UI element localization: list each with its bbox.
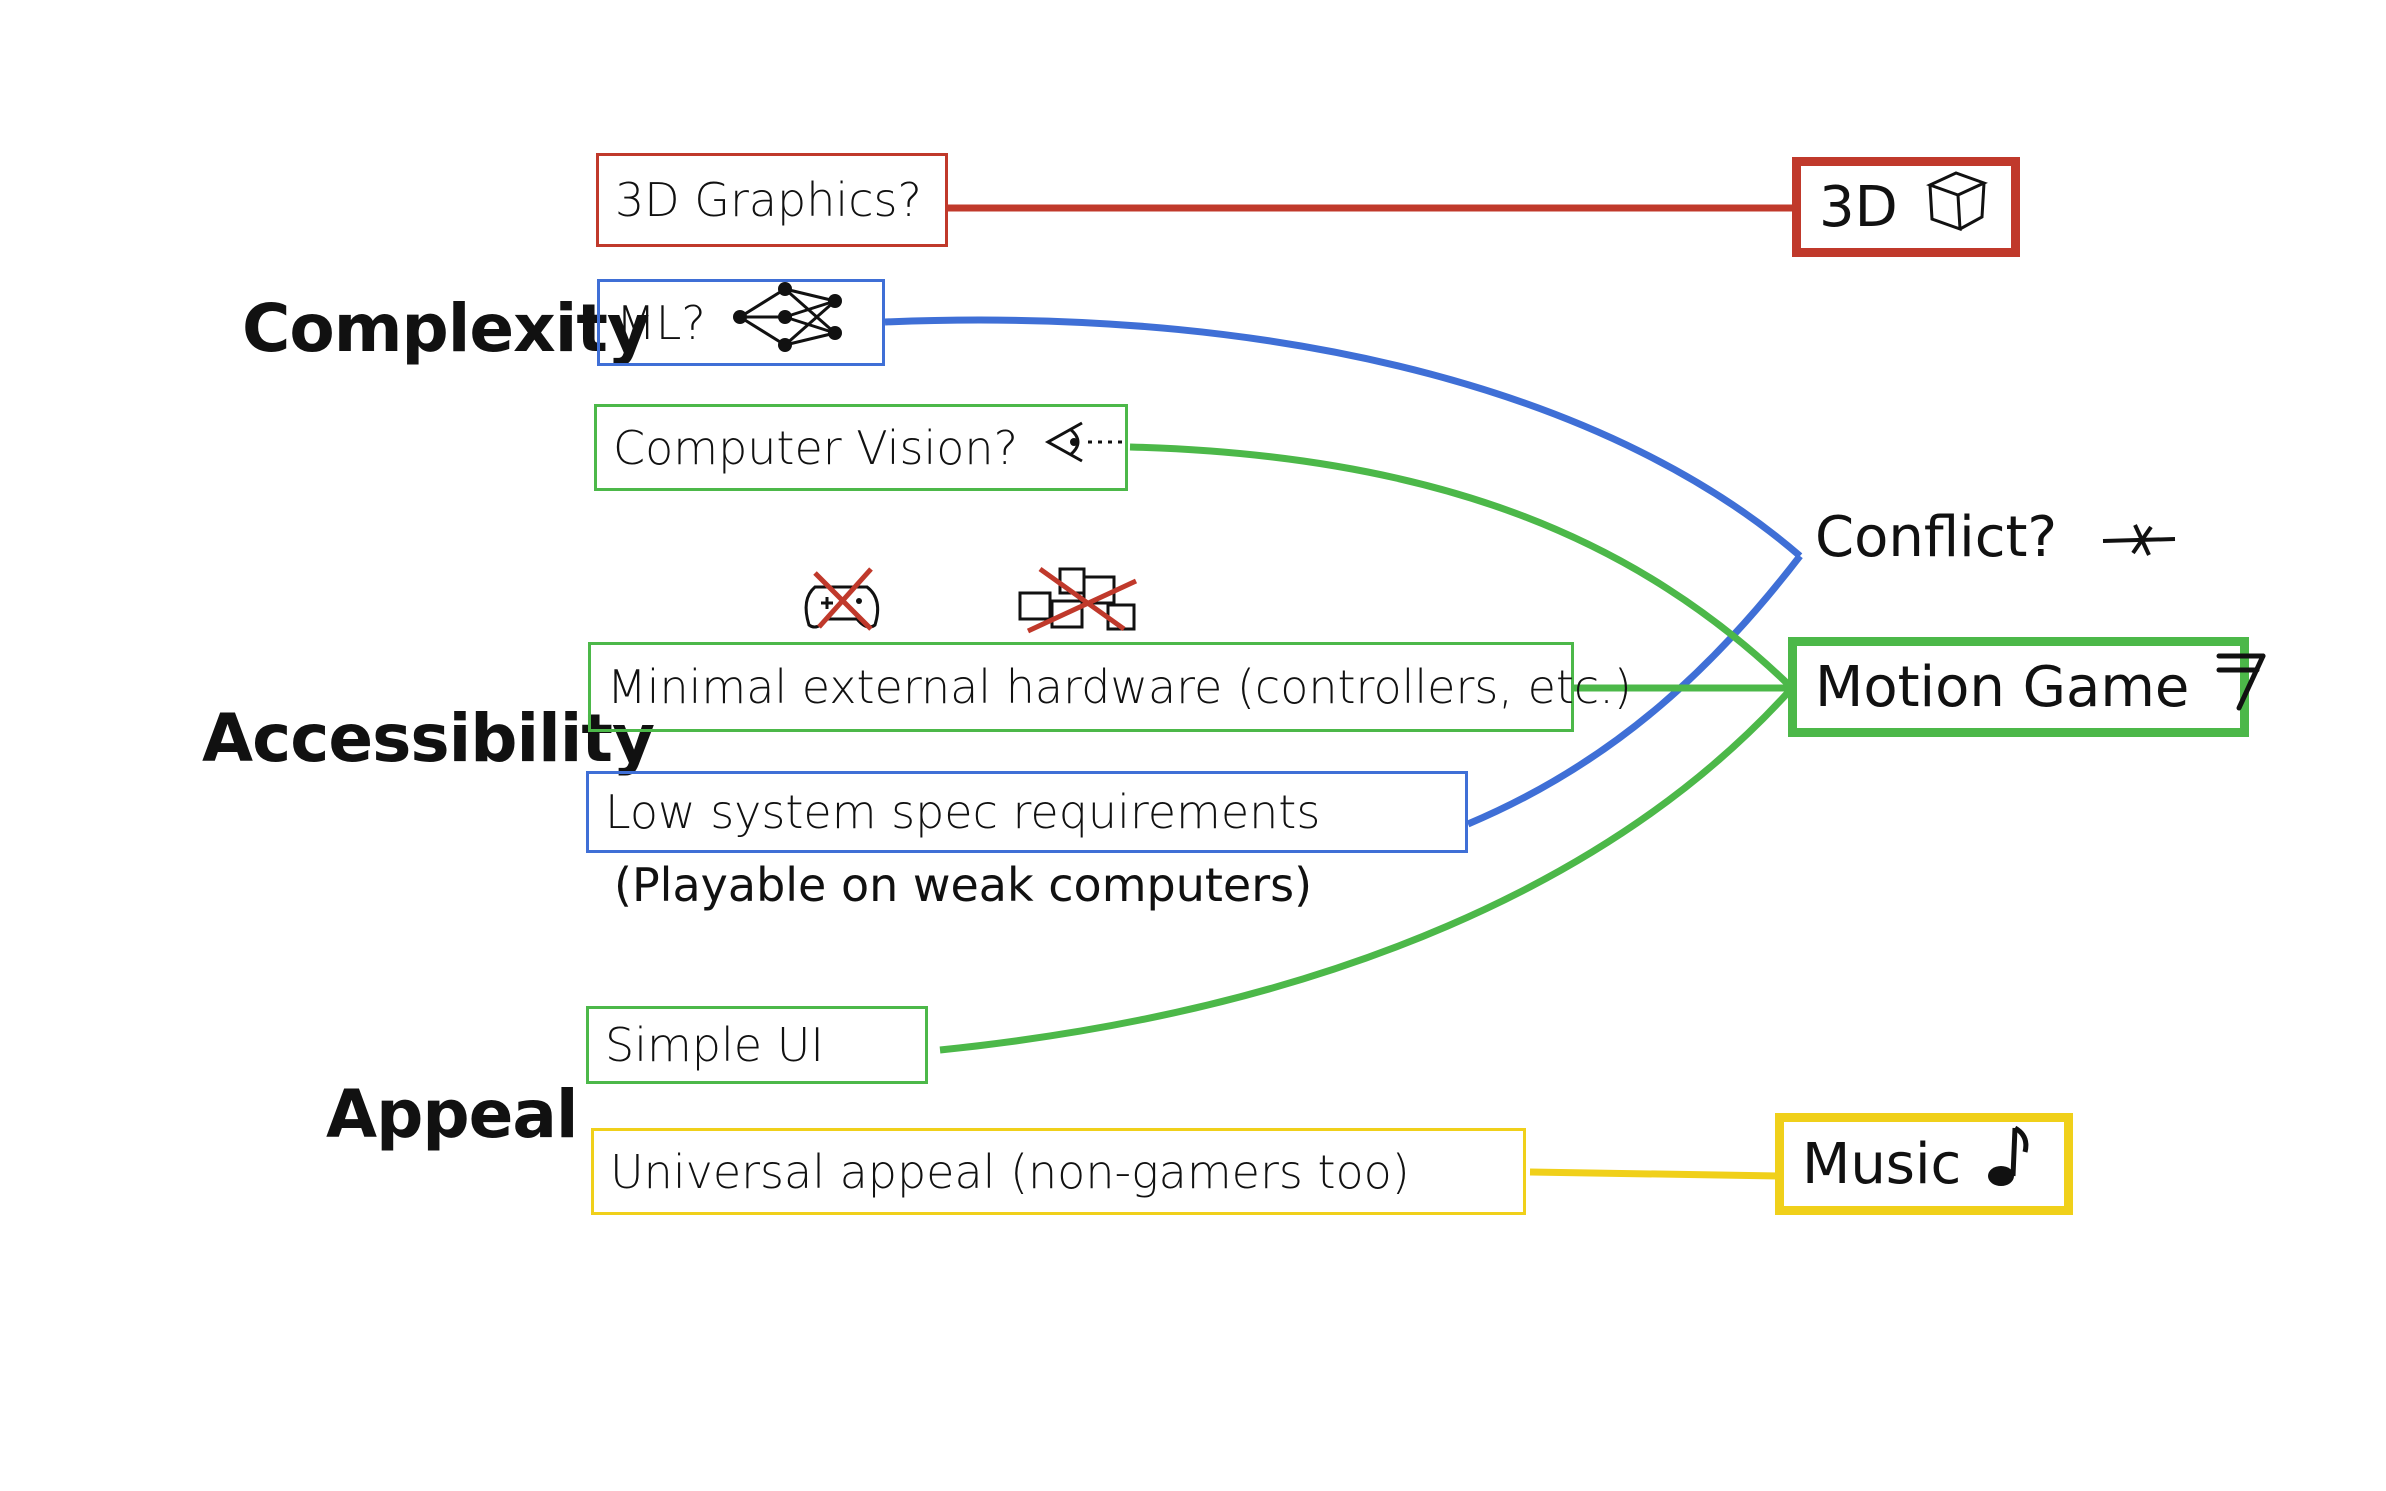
requirement-label: Minimal external hardware (controllers, … xyxy=(607,660,1632,714)
requirement-label: Universal appeal (non-gamers too) xyxy=(610,1144,1410,1199)
outcome-label: Music xyxy=(1802,1131,1962,1197)
requirement-label: Low system spec requirements xyxy=(605,785,1321,839)
requirement-computer-vision[interactable]: Computer Vision? xyxy=(594,404,1128,491)
conflict-label: Conflict? xyxy=(1815,505,2058,570)
outcome-motion-game[interactable]: Motion Game xyxy=(1788,637,2266,737)
cube-icon xyxy=(1922,165,1992,249)
outcome-3d[interactable]: 3D xyxy=(1792,157,2020,257)
requirement-3d-graphics[interactable]: 3D Graphics? xyxy=(596,153,948,247)
neural-network-icon xyxy=(730,279,850,366)
requirement-label: 3D Graphics? xyxy=(615,173,922,227)
requirement-label: ML? xyxy=(616,295,706,350)
requirement-low-spec[interactable]: Low system spec requirements xyxy=(586,771,1468,853)
connector-low-spec-to-conflict xyxy=(1466,553,1803,828)
crossed-gamepad-icon xyxy=(797,565,887,641)
outcome-music[interactable]: Music xyxy=(1775,1113,2073,1215)
connector-universal-appeal-to-music xyxy=(1529,1168,1781,1180)
music-note-icon xyxy=(1985,1122,2031,1206)
motion-arrow-icon xyxy=(2213,648,2269,726)
outcome-label: Motion Game xyxy=(1815,654,2190,720)
requirement-ml[interactable]: ML? xyxy=(597,279,885,366)
requirement-label: Computer Vision? xyxy=(613,420,1018,475)
connector-simple-ui-to-motion-game xyxy=(939,685,1795,1054)
low-spec-note: (Playable on weak computers) xyxy=(614,858,1313,912)
category-complexity: Complexity xyxy=(242,290,650,367)
crossed-keyboard-icon xyxy=(1012,563,1142,641)
requirement-simple-ui[interactable]: Simple UI xyxy=(586,1006,928,1084)
conflict-annotation: Conflict? xyxy=(1815,505,2179,573)
category-accessibility: Accessibility xyxy=(202,700,655,777)
category-appeal: Appeal xyxy=(326,1076,578,1153)
requirement-universal-appeal[interactable]: Universal appeal (non-gamers too) xyxy=(591,1128,1526,1215)
connector-ml-to-conflict xyxy=(884,316,1803,559)
connector-computer-vision-to-motion-game xyxy=(1129,443,1795,691)
outcome-label: 3D xyxy=(1819,174,1898,240)
requirement-label: Simple UI xyxy=(605,1018,824,1072)
eye-icon xyxy=(1042,417,1132,478)
spark-icon xyxy=(2099,508,2179,573)
requirement-minimal-hardware[interactable]: Minimal external hardware (controllers, … xyxy=(588,642,1632,732)
